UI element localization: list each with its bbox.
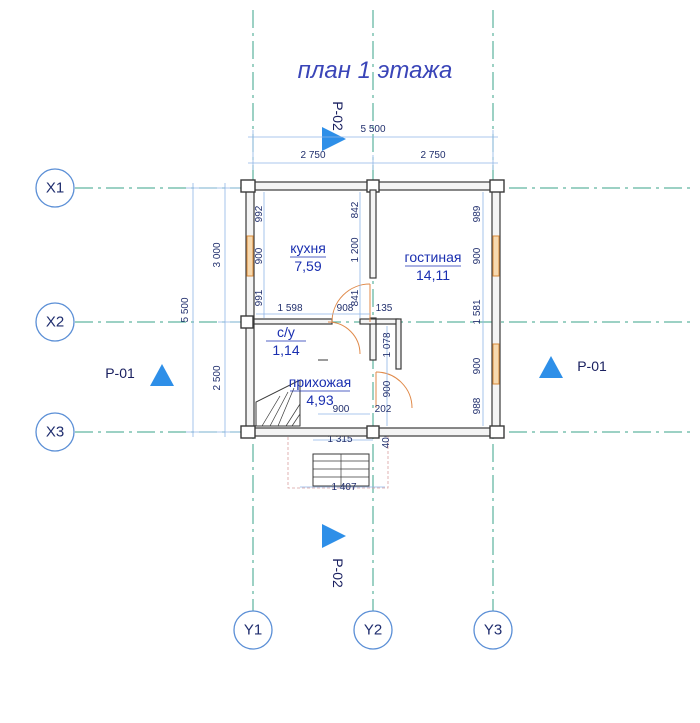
axis-label-x1: X1 xyxy=(46,180,64,197)
dim-kitchen-left-bottom: 991 xyxy=(254,289,265,306)
stairs-outline xyxy=(255,379,301,427)
dim-hall-mid: 1 078 xyxy=(382,332,393,357)
dim-porch-width: 1 315 xyxy=(327,434,352,445)
stairs-step xyxy=(261,395,281,427)
dim-partition: 135 xyxy=(376,303,393,314)
dim-overall-height: 5 500 xyxy=(180,297,191,322)
dim-half-right: 2 750 xyxy=(420,150,445,161)
wall-junction xyxy=(366,425,380,439)
room-labels: кухня 7,59 гостиная 14,11 c/y 1,14 прихо… xyxy=(266,240,461,408)
room-name-wc: c/y xyxy=(277,324,295,340)
wall-partition-vertical-upper xyxy=(369,189,377,279)
dim-hall-stairs: 900 xyxy=(333,404,350,415)
section-label-top: P-02 xyxy=(330,101,346,131)
dim-kitchen-left-top: 992 xyxy=(254,205,265,222)
door-entry-swing xyxy=(375,371,413,409)
wall-partition-vertical-lower xyxy=(369,317,377,361)
drawing-title: план 1 этажа xyxy=(298,57,453,84)
wall-partition-hall xyxy=(375,318,399,325)
window-living-lower xyxy=(492,343,500,385)
wall-partition-stub xyxy=(359,318,377,325)
axis-bubbles: X1 X2 X3 Y1 Y2 Y3 xyxy=(35,168,513,650)
wall-right xyxy=(491,181,501,437)
axis-bubble-y3 xyxy=(473,610,513,650)
stairs-step xyxy=(269,391,289,427)
door-wc-swing-arc xyxy=(327,321,361,355)
axis-label-y1: Y1 xyxy=(244,622,262,639)
axis-label-y3: Y3 xyxy=(484,622,502,639)
dim-hall-small: 202 xyxy=(375,404,392,415)
section-label-left: P-01 xyxy=(105,365,135,381)
room-name-living: гостиная xyxy=(405,249,462,265)
window-living-upper xyxy=(492,235,500,277)
section-label-bottom: P-02 xyxy=(330,558,346,588)
dim-living-bottom: 988 xyxy=(472,397,483,414)
dim-kitchen-left-window: 900 xyxy=(254,247,265,264)
porch: 1 315 406 1 407 xyxy=(287,431,392,493)
section-marker-left-icon xyxy=(150,364,174,386)
wall-corner xyxy=(240,425,256,439)
axis-bubble-x2 xyxy=(35,302,75,342)
dim-living-window2: 900 xyxy=(472,357,483,374)
dim-upper-height: 3 000 xyxy=(212,242,223,267)
section-marker-bottom-icon xyxy=(322,524,346,548)
wall-corner xyxy=(489,425,505,439)
wall-corner xyxy=(489,179,505,193)
dim-porch-gap: 406 xyxy=(381,431,392,448)
dim-lower-height: 2 500 xyxy=(212,365,223,390)
stairs-step xyxy=(285,403,301,427)
stairs-step xyxy=(277,387,295,427)
dim-half-left: 2 750 xyxy=(300,150,325,161)
doors xyxy=(318,283,413,409)
room-name-kitchen: кухня xyxy=(290,240,326,256)
axis-bubble-y1 xyxy=(233,610,273,650)
section-marker-right-icon xyxy=(539,356,563,378)
door-kitchen-swing xyxy=(331,283,371,323)
dimension-lines: 5 500 2 750 2 750 5 500 3 000 2 500 xyxy=(180,124,498,437)
dim-kitchen-width: 1 598 xyxy=(277,303,302,314)
room-area-living: 14,11 xyxy=(416,267,450,283)
grid-axes xyxy=(75,10,690,612)
window-kitchen xyxy=(246,235,254,277)
axis-label-y2: Y2 xyxy=(364,622,382,639)
room-name-hall: прихожая xyxy=(289,374,351,390)
dim-door-kitchen: 908 xyxy=(337,303,354,314)
windows xyxy=(246,235,500,385)
wall-corner xyxy=(240,179,256,193)
room-area-hall: 4,93 xyxy=(306,392,333,408)
dim-kitchen-right-top: 842 xyxy=(350,201,361,218)
dim-hall-door: 900 xyxy=(382,380,393,397)
section-markers: P-02 P-02 P-01 P-01 xyxy=(105,101,607,588)
room-area-wc: 1,14 xyxy=(272,342,299,358)
dim-living-window1: 900 xyxy=(472,247,483,264)
dim-overall-width: 5 500 xyxy=(360,124,385,135)
wall-left xyxy=(245,181,255,437)
interior-dimensions: 992 900 991 842 1 200 841 1 598 908 135 … xyxy=(254,192,484,426)
axis-bubble-y2 xyxy=(353,610,393,650)
room-area-kitchen: 7,59 xyxy=(294,258,321,274)
wall-junction xyxy=(240,315,254,329)
dim-kitchen-right-bottom: 841 xyxy=(350,289,361,306)
dim-living-mid: 1 581 xyxy=(472,299,483,324)
walls xyxy=(240,179,505,439)
wall-partition-hall-right xyxy=(395,318,402,370)
dim-kitchen-right-mid: 1 200 xyxy=(350,237,361,262)
stairs xyxy=(255,379,301,427)
section-label-right: P-01 xyxy=(577,358,607,374)
section-marker-top-icon xyxy=(322,127,346,151)
axis-label-x2: X2 xyxy=(46,314,64,331)
dim-living-top: 989 xyxy=(472,205,483,222)
axis-label-x3: X3 xyxy=(46,424,64,441)
dim-porch-outer: 1 407 xyxy=(331,482,356,493)
axis-bubble-x3 xyxy=(35,412,75,452)
axis-bubble-x1 xyxy=(35,168,75,208)
stairs-step xyxy=(291,413,301,427)
